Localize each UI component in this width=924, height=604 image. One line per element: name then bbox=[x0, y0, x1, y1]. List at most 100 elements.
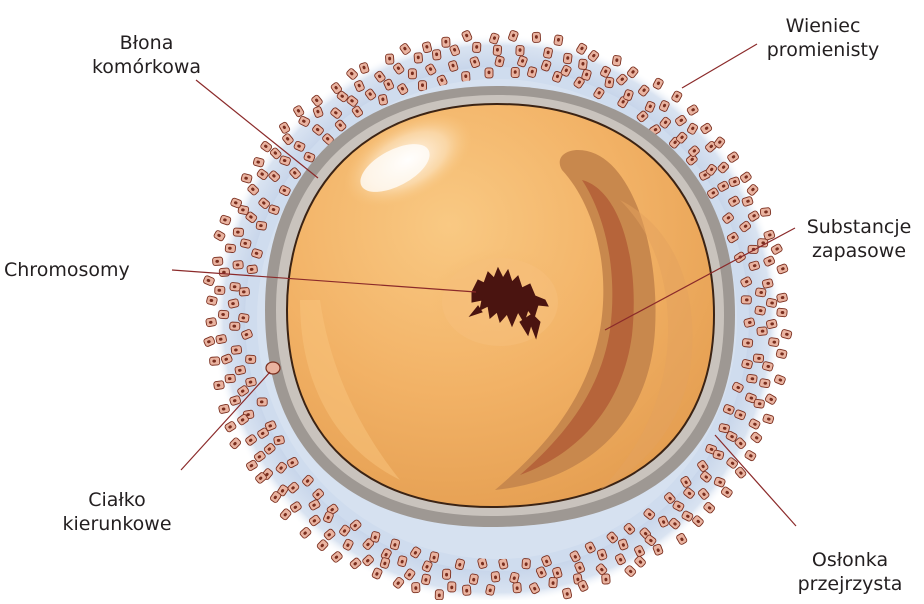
follicle-cell bbox=[429, 551, 439, 562]
follicle-cell bbox=[563, 53, 572, 64]
follicle-cell bbox=[421, 574, 431, 585]
label-zona-pellucida: Osłonka przejrzysta bbox=[785, 548, 915, 596]
follicle-cell bbox=[206, 317, 217, 327]
follicle-cell bbox=[233, 261, 244, 270]
follicle-cell bbox=[543, 47, 553, 58]
follicle-cell bbox=[238, 313, 249, 322]
follicle-cell bbox=[378, 94, 388, 105]
follicle-cell bbox=[498, 558, 508, 569]
follicle-cell bbox=[757, 327, 768, 336]
follicle-cell bbox=[442, 37, 450, 47]
label-corona-radiata: Wieniec promienisty bbox=[758, 14, 888, 62]
follicle-cell bbox=[754, 399, 765, 408]
follicle-cell bbox=[442, 569, 450, 579]
follicle-cell bbox=[768, 337, 779, 346]
label-yolk-line2: zapasowe bbox=[798, 239, 920, 263]
label-chromosomes: Chromosomy bbox=[4, 258, 154, 282]
follicle-cell bbox=[562, 588, 572, 599]
label-yolk-line1: Substancje bbox=[798, 215, 920, 239]
follicle-cell bbox=[408, 69, 416, 79]
follicle-cell bbox=[233, 228, 244, 237]
follicle-cell bbox=[753, 354, 764, 363]
follicle-cell bbox=[203, 275, 215, 286]
follicle-cell bbox=[741, 296, 751, 304]
label-polar-body-line1: Ciałko bbox=[52, 488, 182, 512]
label-polar-body: Ciałko kierunkowe bbox=[52, 488, 182, 536]
label-corona-radiata-line2: promienisty bbox=[758, 38, 888, 62]
follicle-cell bbox=[213, 381, 224, 390]
follicle-cell bbox=[549, 577, 558, 587]
follicle-cell bbox=[206, 296, 218, 306]
follicle-cell bbox=[602, 574, 611, 585]
follicle-cell bbox=[755, 288, 766, 297]
follicle-cell bbox=[230, 322, 240, 330]
follicle-cell bbox=[418, 81, 426, 91]
follicle-cell bbox=[256, 221, 267, 230]
follicle-cell bbox=[218, 310, 229, 319]
follicle-cell bbox=[516, 45, 524, 55]
label-polar-body-line2: kierunkowe bbox=[52, 512, 182, 536]
follicle-cell bbox=[462, 71, 471, 81]
follicle-cell bbox=[776, 263, 788, 274]
label-cell-membrane-line2: komórkowa bbox=[84, 55, 209, 79]
follicle-cell bbox=[485, 584, 495, 595]
follicle-cell bbox=[245, 377, 256, 387]
follicle-cell bbox=[241, 173, 253, 183]
follicle-cell bbox=[273, 435, 284, 445]
follicle-cell bbox=[231, 345, 242, 354]
follicle-cell bbox=[246, 355, 256, 363]
follicle-cell bbox=[578, 59, 587, 70]
follicle-cell bbox=[766, 298, 777, 308]
follicle-cell bbox=[472, 42, 480, 52]
follicle-cell bbox=[219, 268, 230, 277]
follicle-cell bbox=[432, 49, 441, 60]
follicle-cell bbox=[491, 571, 500, 582]
follicle-cell bbox=[414, 53, 423, 64]
follicle-cell bbox=[513, 582, 522, 593]
follicle-cell bbox=[215, 286, 225, 294]
follicle-cell bbox=[522, 558, 531, 568]
label-chromosomes-line1: Chromosomy bbox=[4, 258, 154, 282]
follicle-cell bbox=[532, 32, 540, 42]
follicle-cell bbox=[759, 378, 770, 387]
follicle-cell bbox=[219, 215, 231, 226]
follicle-cell bbox=[495, 56, 505, 68]
follicle-cell bbox=[257, 398, 267, 406]
label-zona-pellucida-line2: przejrzysta bbox=[785, 572, 915, 596]
follicle-cell bbox=[218, 404, 229, 414]
follicle-cell bbox=[235, 365, 246, 375]
follicle-cell bbox=[776, 349, 788, 359]
follicle-cell bbox=[247, 265, 258, 274]
follicle-cell bbox=[554, 35, 564, 46]
follicle-cell bbox=[755, 306, 766, 316]
label-cell-membrane-line1: Błona bbox=[84, 31, 209, 55]
follicle-cell bbox=[228, 298, 240, 308]
label-zona-pellucida-line1: Osłonka bbox=[785, 548, 915, 572]
follicle-cell bbox=[766, 319, 778, 329]
follicle-cell bbox=[435, 590, 443, 600]
label-cell-membrane: Błona komórkowa bbox=[84, 31, 209, 79]
follicle-cell bbox=[511, 67, 519, 77]
polar-body bbox=[266, 362, 280, 374]
follicle-cell bbox=[216, 334, 227, 344]
follicle-cell bbox=[781, 329, 793, 339]
follicle-cell bbox=[485, 68, 493, 78]
follicle-cell bbox=[612, 55, 621, 66]
follicle-cell bbox=[462, 585, 471, 596]
follicle-cell bbox=[777, 308, 788, 317]
leader-corona-radiata bbox=[682, 44, 757, 88]
follicle-cell bbox=[746, 374, 757, 383]
follicle-cell bbox=[225, 244, 236, 253]
follicle-cell bbox=[209, 357, 219, 366]
follicle-cell bbox=[760, 208, 771, 217]
follicle-cell bbox=[412, 582, 420, 592]
follicle-cell bbox=[239, 287, 250, 296]
follicle-cell bbox=[230, 282, 241, 291]
label-yolk: Substancje zapasowe bbox=[798, 215, 920, 263]
follicle-cell bbox=[762, 414, 774, 425]
follicle-cell bbox=[469, 574, 479, 585]
follicle-cell bbox=[742, 338, 753, 347]
label-corona-radiata-line1: Wieniec bbox=[758, 14, 888, 38]
follicle-cell bbox=[493, 45, 502, 56]
